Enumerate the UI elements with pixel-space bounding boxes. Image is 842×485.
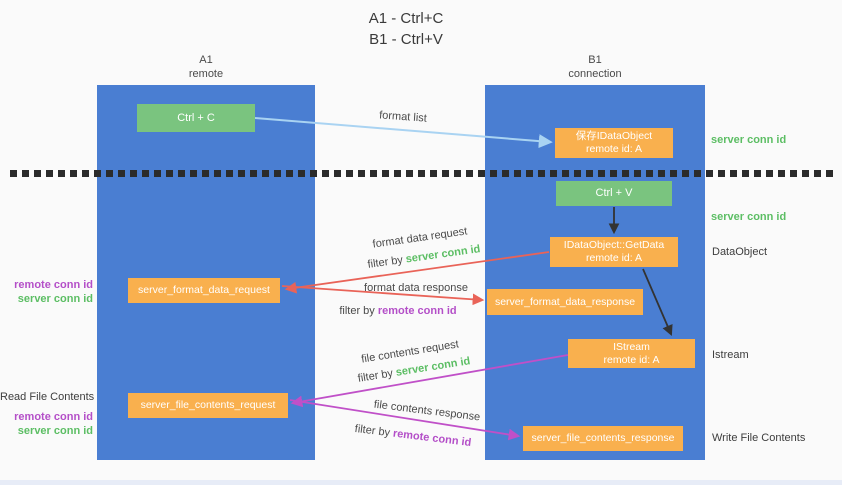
node-ctrl-v-label: Ctrl + V: [595, 187, 633, 199]
title-line-2: B1 - Ctrl+V: [369, 31, 443, 48]
title-line-1: A1 - Ctrl+C: [368, 10, 444, 27]
node-server-format-data-response-label: server_format_data_response: [494, 295, 636, 308]
node-server-format-data-request: server_format_data_request: [128, 278, 280, 303]
lane-a1-title: A1: [199, 54, 213, 66]
lane-b1-title: B1: [588, 54, 602, 66]
filter-prefix: filter by: [339, 305, 375, 317]
dotted-divider: [10, 170, 836, 177]
node-istream: IStream remote id: A: [568, 339, 695, 368]
label-remote-conn-id-bottom-left: remote conn id: [14, 411, 93, 423]
arrow-label-format-list: format list: [378, 109, 428, 125]
arrow-label-format-data-response: format data response: [364, 282, 468, 294]
filter-prefix: filter by: [356, 367, 394, 385]
node-server-file-contents-request-label: server_file_contents_request: [140, 399, 276, 411]
node-istream-line1: IStream: [613, 340, 650, 353]
filter-value-server-conn-id: server conn id: [394, 355, 472, 379]
lane-header-b1: B1 connection: [485, 53, 705, 81]
filter-prefix: filter by: [366, 254, 404, 271]
label-read-file-contents: Read File Contents: [0, 391, 95, 403]
node-server-file-contents-response: server_file_contents_response: [523, 426, 683, 451]
label-istream: Istream: [712, 349, 749, 361]
lane-header-a1: A1 remote: [97, 53, 315, 81]
window-bottom-edge: [0, 480, 842, 485]
node-save-idataobject-line1: 保存IDataObject: [575, 130, 653, 142]
node-save-idataobject: 保存IDataObject remote id: A: [555, 128, 673, 158]
label-remote-conn-id-top-left: remote conn id: [14, 279, 93, 291]
node-idataobject-getdata: IDataObject::GetData remote id: A: [550, 237, 678, 267]
filter-value-remote-conn-id: remote conn id: [377, 305, 457, 317]
page-title: A1 - Ctrl+C B1 - Ctrl+V: [286, 8, 526, 50]
lane-b1-subtitle: connection: [568, 68, 622, 80]
node-server-format-data-request-label: server_format_data_request: [138, 284, 270, 296]
node-ctrl-v: Ctrl + V: [556, 181, 672, 206]
node-server-file-contents-response-label: server_file_contents_response: [531, 432, 675, 444]
node-istream-line2: remote id: A: [603, 353, 660, 366]
filter-value-server-conn-id: server conn id: [404, 243, 482, 266]
label-dataobject: DataObject: [712, 246, 768, 258]
label-server-conn-id-top-left: server conn id: [17, 293, 93, 305]
filter-value-remote-conn-id: remote conn id: [392, 427, 472, 450]
arrow-label-file-contents-response: file contents response: [373, 398, 481, 424]
label-server-conn-id-top-right: server conn id: [711, 134, 787, 146]
node-idataobject-getdata-line1: IDataObject::GetData: [563, 239, 665, 251]
label-server-conn-id-bottom-left: server conn id: [17, 425, 93, 437]
label-write-file-contents: Write File Contents: [712, 432, 806, 444]
node-ctrl-c-label: Ctrl + C: [177, 111, 215, 124]
node-server-file-contents-request: server_file_contents_request: [128, 393, 288, 418]
node-idataobject-getdata-line2: remote id: A: [585, 252, 643, 264]
node-ctrl-c: Ctrl + C: [137, 104, 255, 132]
label-server-conn-id-mid-right: server conn id: [711, 211, 787, 223]
filter-prefix: filter by: [354, 422, 391, 440]
lane-a1-subtitle: remote: [188, 68, 224, 80]
node-server-format-data-response: server_format_data_response: [487, 289, 643, 315]
node-save-idataobject-line2: remote id: A: [585, 143, 643, 155]
